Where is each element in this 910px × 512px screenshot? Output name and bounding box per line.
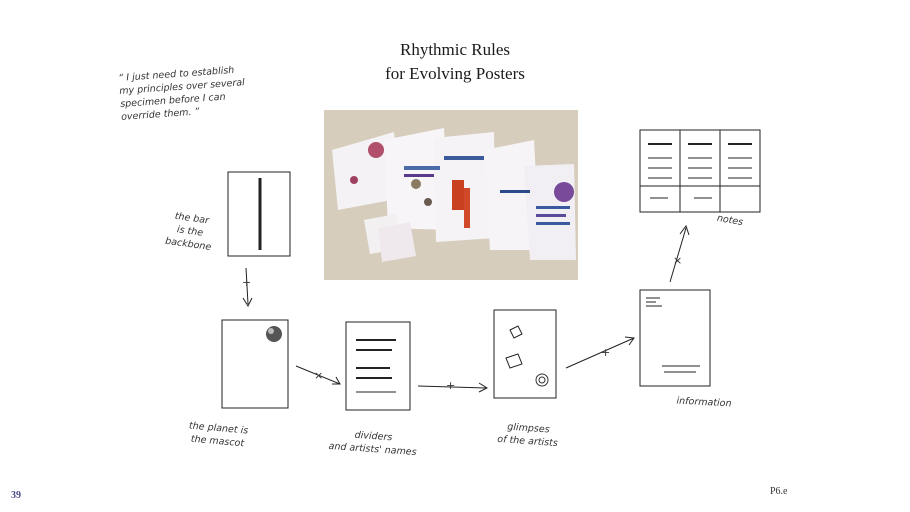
arrow-backbone-to-planet	[245, 267, 249, 305]
arrow-planet-to-dividers	[295, 365, 341, 385]
dividers-poster-sketch	[345, 321, 411, 411]
slide-title: Rhythmic Rules for Evolving Posters	[0, 38, 910, 86]
information-poster-sketch	[639, 289, 711, 387]
operator-plus: +	[601, 346, 611, 359]
operator-times: ×	[314, 369, 324, 382]
operator-plus: +	[242, 276, 252, 289]
arrow-information-to-notes	[669, 227, 687, 283]
arrow-glimpses-to-information	[565, 337, 635, 369]
poster-photo-drawing	[324, 110, 578, 280]
poster-photo	[324, 110, 578, 280]
planet-icon	[266, 326, 282, 342]
figure-code: P6.e	[770, 486, 788, 497]
glimpses-poster-sketch	[493, 309, 557, 399]
backbone-poster-sketch	[227, 171, 291, 257]
title-line-1: Rhythmic Rules	[399, 40, 511, 59]
operator-times: ×	[673, 254, 683, 267]
operator-plus: +	[446, 379, 456, 392]
page-number: 39	[11, 490, 21, 501]
notes-poster-sketch	[639, 129, 761, 213]
title-line-2: for Evolving Posters	[385, 64, 525, 83]
arrow-dividers-to-glimpses	[417, 385, 487, 389]
planet-poster-sketch	[221, 319, 289, 409]
shell-icon	[535, 373, 549, 387]
